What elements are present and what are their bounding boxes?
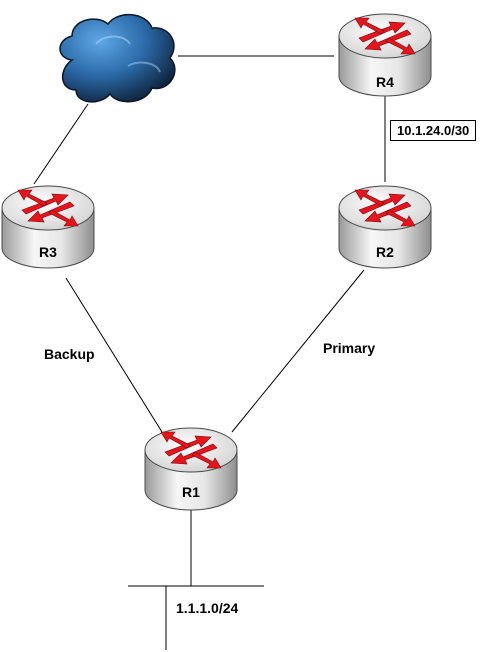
router-label-r1: R1 [182,484,200,500]
link-r3-r1-backup [65,277,163,433]
link-cloud-r3 [33,103,89,185]
primary-link-label: Primary [323,340,376,356]
router-label-r2: R2 [376,244,394,260]
subnet-label-r2-r4: 10.1.24.0/30 [390,120,477,141]
router-label-r4: R4 [376,74,394,90]
cloud-icon [59,14,176,103]
subnet-label-lan: 1.1.1.0/24 [176,600,239,616]
router-label-r3: R3 [39,244,57,260]
backup-link-label: Backup [44,346,95,362]
link-r2-r1-primary [231,269,365,433]
